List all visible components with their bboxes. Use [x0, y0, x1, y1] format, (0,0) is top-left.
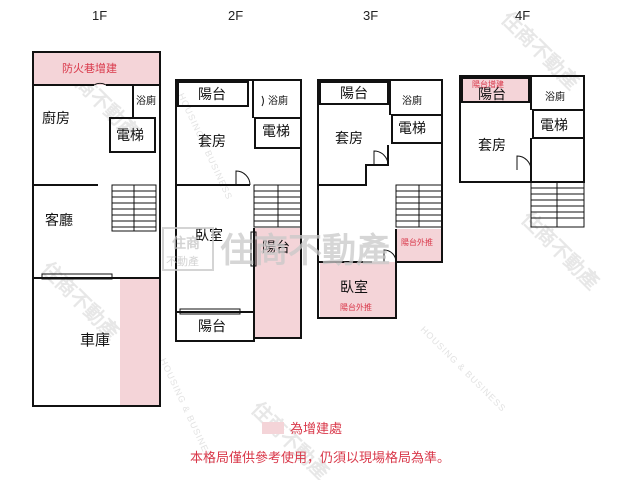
room-3f-balcony-ext-note2: 陽台外推	[340, 302, 372, 312]
extension-area-4f	[462, 78, 529, 102]
extension-area-1f-garage	[120, 278, 160, 406]
room-3f-balcony-ext-note: 陽台外推	[401, 237, 433, 247]
outer-wall-1f	[32, 51, 161, 407]
room-3f-bedroom: 臥室	[340, 279, 368, 296]
room-1f-bath: 浴廁	[136, 94, 156, 107]
room-4f-suite: 套房	[478, 138, 506, 154]
outer-wall-2f	[175, 79, 302, 342]
legend-swatch	[262, 421, 284, 434]
room-2f-bedroom: 臥室	[195, 227, 223, 244]
watermark-logo-top: 住商	[172, 235, 200, 252]
extension-area-1f-top	[33, 52, 160, 85]
room-2f-bath: 浴廁	[268, 94, 288, 107]
room-2f-balcony-side: 陽台	[262, 240, 290, 256]
floor-1f: 1F 防火巷增建 浴廁 廚房 電梯 客廳 車庫	[32, 8, 161, 407]
floor-3f: 3F 陽台 浴廁 套房 電梯 陽台外推 臥室 陽台外推	[317, 8, 443, 319]
room-2f-balcony-bottom: 陽台	[198, 319, 226, 335]
floor-label-1f: 1F	[92, 8, 107, 23]
floor-label-3f: 3F	[363, 8, 378, 23]
legend: 為增建處	[262, 418, 342, 437]
room-1f-ext-label: 防火巷增建	[62, 61, 117, 75]
room-4f-balcony: 陽台	[478, 87, 506, 103]
room-1f-living: 客廳	[45, 212, 73, 229]
room-1f-elevator: 電梯	[116, 128, 144, 144]
extension-area-3f-bedroom	[320, 262, 396, 318]
room-4f-bath: 浴廁	[545, 90, 565, 103]
extension-area-3f-side	[396, 229, 442, 263]
room-4f-balcony-note: 陽台增建	[472, 79, 504, 89]
room-4f-elevator: 電梯	[540, 118, 568, 134]
room-2f-balcony-top: 陽台	[198, 87, 226, 103]
floor-2f: 2F 陽台 浴廁 套房 電梯 臥室 陽台 陽台	[175, 8, 302, 342]
extension-area-2f	[254, 228, 301, 338]
floor-label-4f: 4F	[515, 8, 530, 23]
room-3f-balcony: 陽台	[340, 86, 368, 102]
watermark-rotated-5: 住商不動產	[246, 397, 334, 480]
room-3f-suite: 套房	[335, 131, 363, 147]
floor-4f: 4F 陽台增建 陽台 浴廁 套房 電梯	[459, 8, 585, 228]
watermark-rotated-4: 住商不動產	[516, 207, 604, 295]
watermark-tagline-2: HOUSING & BUSINESS	[419, 324, 508, 413]
room-1f-kitchen: 廚房	[42, 110, 70, 127]
room-1f-garage: 車庫	[80, 331, 110, 349]
room-2f-suite: 套房	[198, 134, 226, 150]
disclaimer-note: 本格局僅供參考使用，仍須以現場格局為準。	[189, 451, 450, 466]
room-3f-bath: 浴廁	[402, 94, 422, 107]
legend-text: 為增建處	[290, 422, 343, 437]
room-3f-elevator: 電梯	[398, 121, 426, 137]
watermark-logo-bottom: 不動產	[166, 254, 199, 268]
floor-label-2f: 2F	[228, 8, 243, 23]
watermark-brand: 住商不動產	[220, 231, 390, 271]
room-2f-elevator: 電梯	[262, 124, 290, 140]
watermark-logo: 住商 不動產 住商不動產	[162, 227, 390, 271]
